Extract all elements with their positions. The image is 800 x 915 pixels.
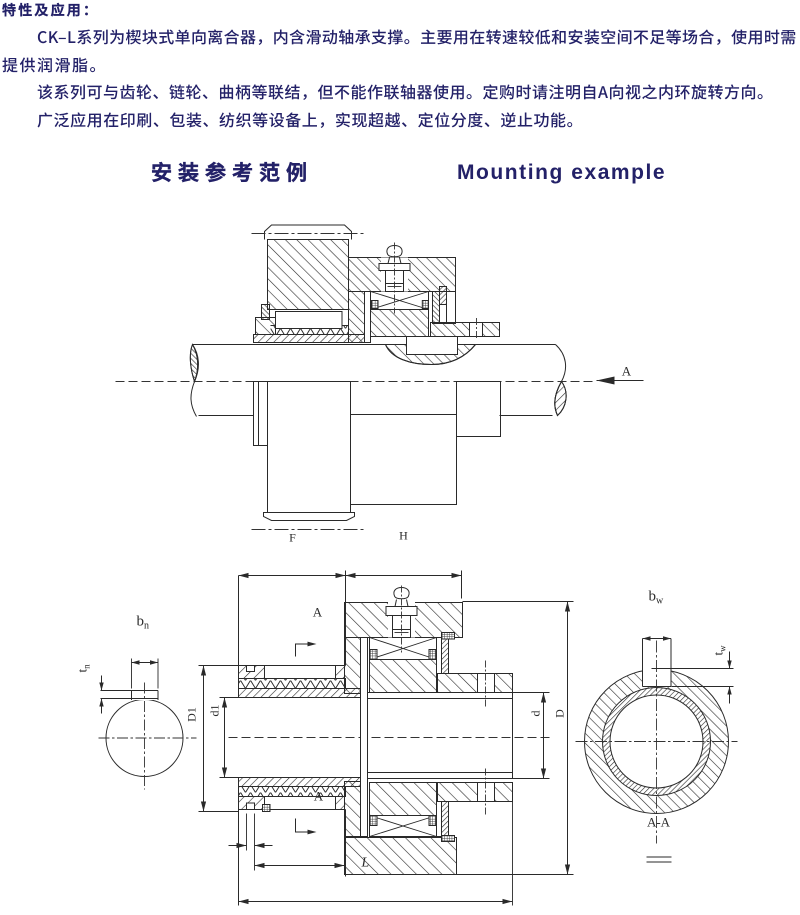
svg-text:A-A: A-A [647,815,671,830]
svg-text:bw: bw [649,589,665,607]
svg-text:D1: D1 [185,707,199,722]
svg-text:H: H [399,529,408,543]
svg-text:tw: tw [711,645,728,656]
svg-text:d1: d1 [208,705,222,717]
svg-text:A: A [622,364,632,379]
svg-text:d: d [529,711,543,717]
svg-text:L: L [361,856,370,871]
svg-text:tn: tn [75,664,92,673]
svg-text:A: A [314,789,324,804]
svg-text:bn: bn [137,614,150,632]
svg-text:D: D [553,709,567,718]
svg-text:F: F [289,531,296,545]
svg-text:A: A [313,605,323,620]
